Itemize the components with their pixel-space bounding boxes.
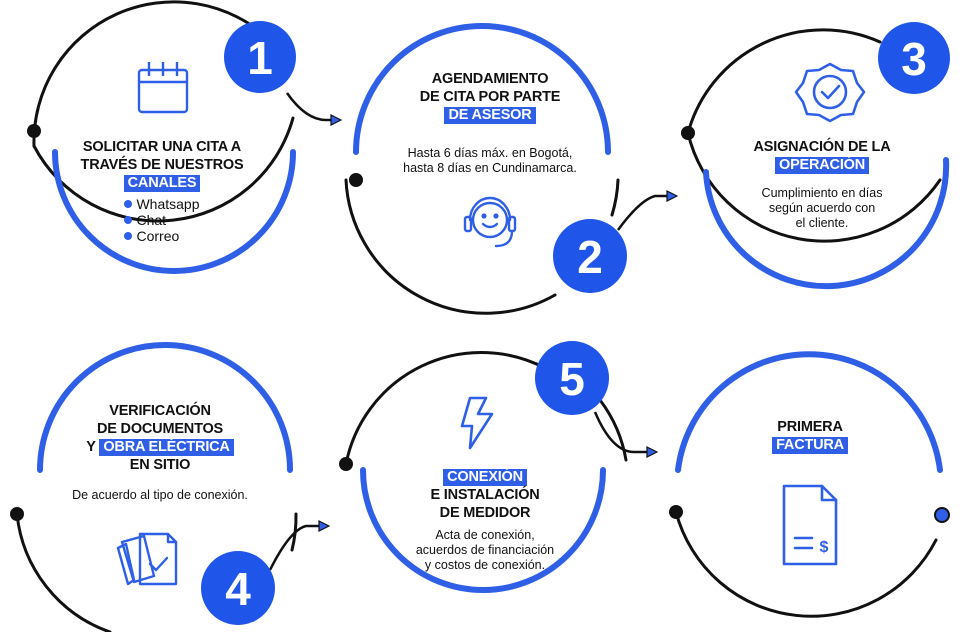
step-6-node-right [934, 507, 950, 523]
svg-text:5: 5 [559, 353, 585, 405]
step-1-title-line-1: SOLICITAR UNA CITA A [82, 139, 242, 155]
step-2-desc-line-2: hasta 8 días en Cundinamarca. [403, 161, 577, 175]
step-5-desc-line-1: Acta de conexión, [435, 528, 535, 542]
badge-5: 5 [535, 341, 609, 415]
step-4-content: VERIFICACIÓN DE DOCUMENTOS Y OBRA ELÉCTR… [40, 402, 280, 503]
connector-4-5 [268, 526, 324, 571]
step-6-content: PRIMERA FACTURA [740, 418, 880, 454]
calendar-icon [137, 62, 189, 114]
step-4-highlight: OBRA ELÉCTRICA [99, 439, 234, 456]
invoice-dollar-sign: $ [820, 539, 829, 556]
step-1-circle [32, 0, 296, 274]
step-3-circle [686, 28, 950, 290]
step-1-title-line-2: TRAVÉS DE NUESTROS [80, 157, 244, 173]
step-3-highlight: OPERACIÓN [774, 157, 869, 174]
invoice-icon [782, 484, 838, 566]
step-6-node-left [669, 505, 683, 519]
badge-1: 1 [224, 21, 296, 93]
bullet-dot [124, 200, 133, 208]
step-2-content: AGENDAMIENTO DE CITA POR PARTE DE ASESOR… [380, 70, 600, 176]
step-4-title-line-1: VERIFICACIÓN [109, 403, 211, 419]
step-6-highlight: FACTURA [772, 437, 848, 454]
step-4-title-suffix: EN SITIO [129, 457, 191, 473]
channel-item-correo: Correo [124, 228, 199, 244]
connector-1-2 [285, 92, 336, 120]
step-5-node [339, 457, 353, 471]
lightning-icon [460, 396, 494, 450]
bullet-dot [124, 216, 133, 224]
step-2-title-line-2: DE CITA POR PARTE [419, 89, 561, 105]
step-3-node [681, 126, 695, 140]
badge-2: 2 [553, 219, 627, 293]
step-6-circle [674, 351, 943, 618]
step-4-title-prefix: Y [86, 439, 96, 455]
step-2-title-line-1: AGENDAMIENTO [431, 71, 549, 87]
step-2-circle [344, 23, 620, 315]
step-2-highlight: DE ASESOR [444, 107, 536, 124]
step-5-highlight: CONEXIÓN [443, 469, 527, 486]
step-2-node [349, 173, 363, 187]
step-6-title-line-1: PRIMERA [777, 419, 843, 435]
step-4-node [10, 507, 24, 521]
step-5-title-line-1: E INSTALACIÓN [430, 487, 540, 503]
step-3-content: ASIGNACIÓN DE LA OPERACIÓN Cumplimiento … [722, 138, 922, 231]
step-3-desc-line-1: Cumplimiento en días [761, 186, 883, 200]
step-1-content: SOLICITAR UNA CITA A TRAVÉS DE NUESTROS … [62, 138, 262, 245]
step-5-desc-line-3: y costos de conexión. [424, 558, 546, 572]
step-5-content: CONEXIÓN E INSTALACIÓN DE MEDIDOR Acta d… [380, 468, 590, 573]
step-3-desc-line-3: el cliente. [795, 216, 849, 230]
step-2-desc-line-1: Hasta 6 días máx. en Bogotá, [407, 146, 573, 160]
check-badge-icon [794, 62, 866, 123]
connector-5-6 [593, 411, 652, 452]
svg-text:4: 4 [225, 563, 251, 615]
step-5-title-line-2: DE MEDIDOR [439, 505, 531, 521]
headset-agent-icon [463, 196, 517, 248]
step-5-circle [344, 350, 628, 593]
step-3-title-line-1: ASIGNACIÓN DE LA [753, 139, 891, 155]
step-4-desc-line-1: De acuerdo al tipo de conexión. [72, 488, 248, 502]
channel-list: Whatsapp Chat Correo [124, 196, 200, 244]
svg-text:2: 2 [577, 231, 603, 283]
svg-text:1: 1 [247, 32, 273, 84]
channel-item-whatsapp: Whatsapp [124, 196, 200, 212]
documents-check-icon [116, 532, 178, 586]
step-3-desc-line-2: según acuerdo con [768, 201, 876, 215]
badge-3: 3 [878, 22, 950, 94]
channel-item-chat: Chat [124, 212, 199, 228]
badge-4: 4 [201, 551, 275, 625]
step-4-title-line-2: DE DOCUMENTOS [96, 421, 224, 437]
bullet-dot [124, 232, 133, 240]
svg-text:3: 3 [901, 33, 927, 85]
step-1-node [27, 124, 41, 138]
connector-2-3 [616, 196, 672, 231]
step-1-highlight: CANALES [123, 175, 201, 192]
step-5-desc-line-2: acuerdos de financiación [415, 543, 555, 557]
